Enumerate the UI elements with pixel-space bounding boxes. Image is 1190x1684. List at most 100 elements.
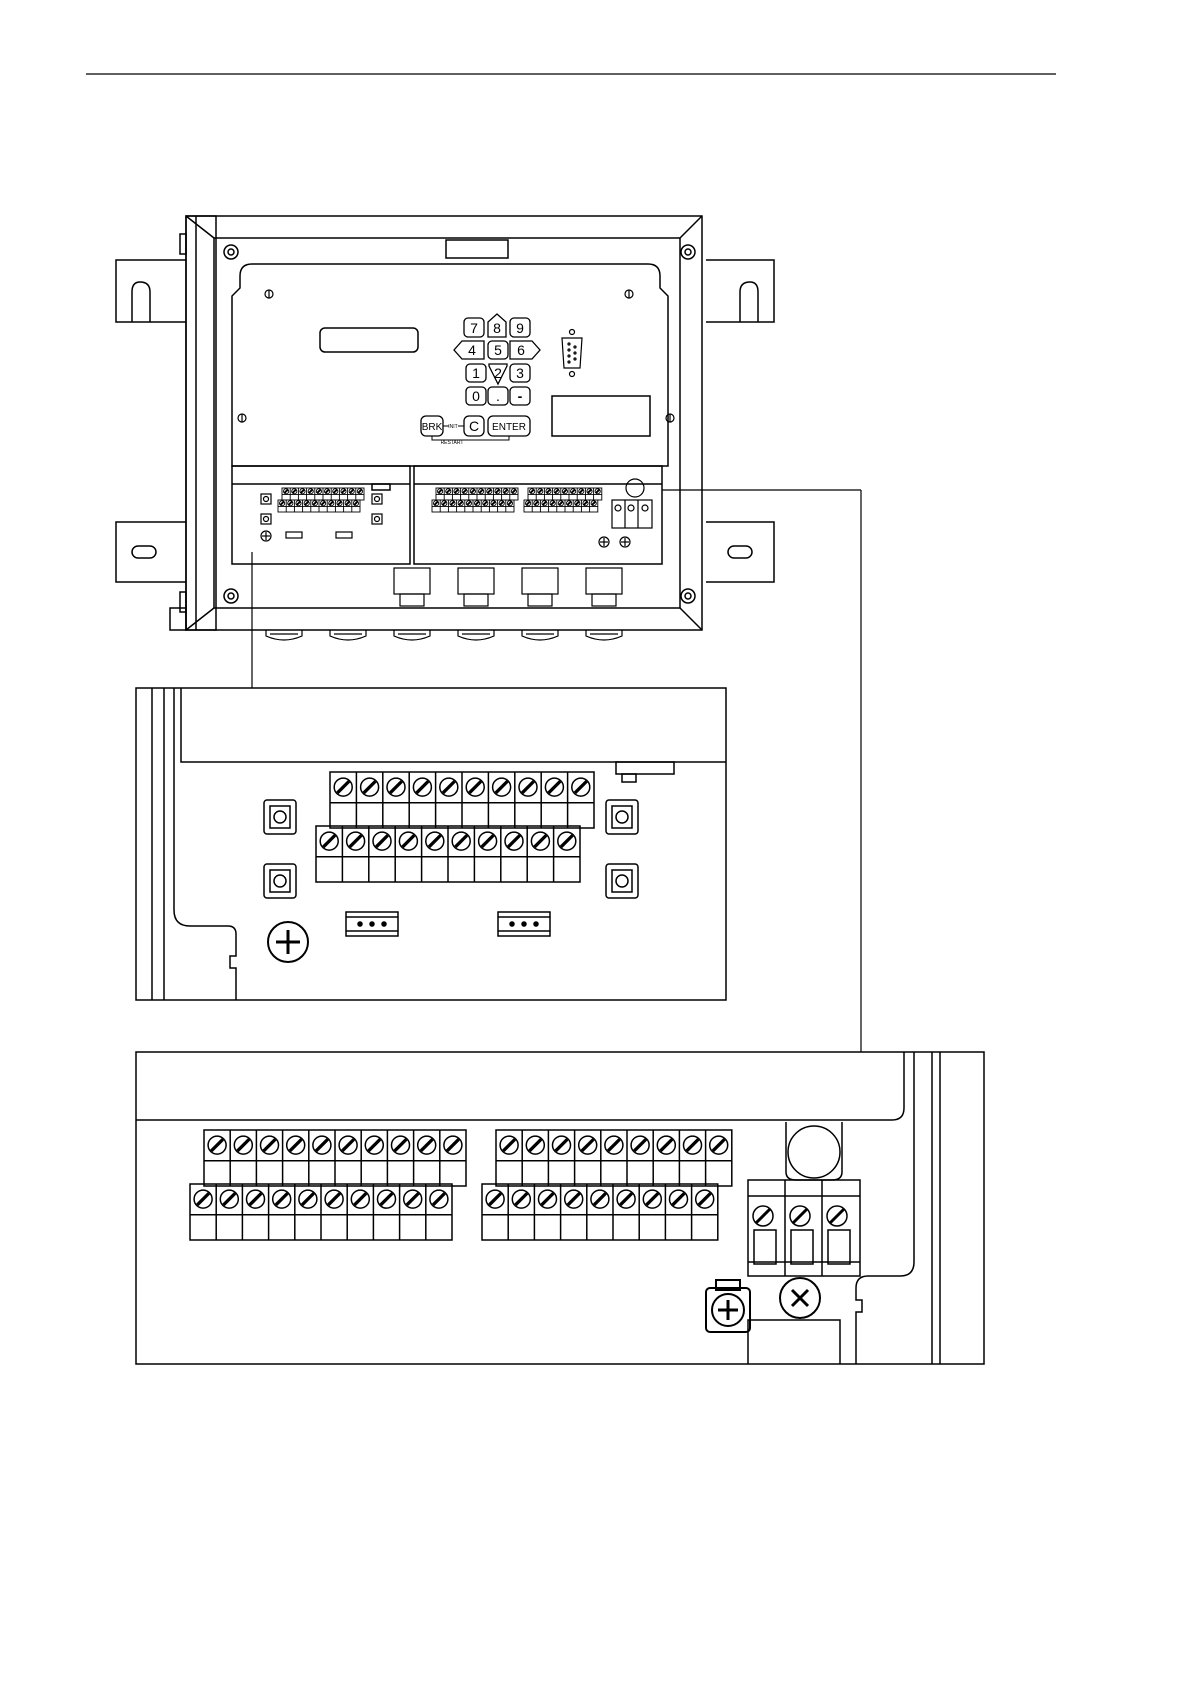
terminal-screw[interactable] bbox=[579, 489, 584, 494]
terminal-screw[interactable] bbox=[486, 1190, 504, 1208]
terminal-screw[interactable] bbox=[503, 489, 508, 494]
terminal-screw[interactable] bbox=[284, 489, 289, 494]
terminal-screw[interactable] bbox=[341, 489, 346, 494]
terminal-screw[interactable] bbox=[296, 501, 301, 506]
terminal-screw[interactable] bbox=[452, 832, 470, 850]
terminal-screw[interactable] bbox=[247, 1190, 265, 1208]
terminal-screw[interactable] bbox=[539, 1190, 557, 1208]
terminal-screw[interactable] bbox=[361, 778, 379, 796]
terminal-screw[interactable] bbox=[316, 489, 321, 494]
terminal-screw[interactable] bbox=[287, 1136, 305, 1154]
terminal-screw[interactable] bbox=[438, 489, 443, 494]
terminal-screw[interactable] bbox=[657, 1136, 675, 1154]
terminal-screw[interactable] bbox=[334, 778, 352, 796]
terminal-screw[interactable] bbox=[373, 832, 391, 850]
terminal-screw[interactable] bbox=[670, 1190, 688, 1208]
terminal-screw[interactable] bbox=[617, 1190, 635, 1208]
terminal-screw[interactable] bbox=[273, 1190, 291, 1208]
terminal-screw[interactable] bbox=[261, 1136, 279, 1154]
terminal-screw[interactable] bbox=[507, 501, 512, 506]
terminal-screw[interactable] bbox=[349, 489, 354, 494]
terminal-screw[interactable] bbox=[337, 501, 342, 506]
terminal-screw[interactable] bbox=[325, 489, 330, 494]
terminal-screw[interactable] bbox=[499, 501, 504, 506]
terminal-screw[interactable] bbox=[339, 1136, 357, 1154]
terminal-screw[interactable] bbox=[531, 832, 549, 850]
terminal-screw[interactable] bbox=[483, 501, 488, 506]
terminal-screw[interactable] bbox=[538, 489, 543, 494]
terminal-screw[interactable] bbox=[313, 1136, 331, 1154]
terminal-screw[interactable] bbox=[387, 778, 405, 796]
terminal-screw[interactable] bbox=[434, 501, 439, 506]
terminal-screw[interactable] bbox=[511, 489, 516, 494]
terminal-screw[interactable] bbox=[446, 489, 451, 494]
terminal-screw[interactable] bbox=[565, 1190, 583, 1208]
terminal-screw[interactable] bbox=[534, 501, 539, 506]
terminal-screw[interactable] bbox=[392, 1136, 410, 1154]
terminal-screw[interactable] bbox=[466, 501, 471, 506]
terminal-screw[interactable] bbox=[454, 489, 459, 494]
terminal-screw[interactable] bbox=[208, 1136, 226, 1154]
terminal-screw[interactable] bbox=[440, 778, 458, 796]
terminal-screw[interactable] bbox=[475, 501, 480, 506]
key-6[interactable] bbox=[510, 341, 540, 359]
terminal-screw[interactable] bbox=[562, 489, 567, 494]
terminal-screw[interactable] bbox=[505, 832, 523, 850]
terminal-screw[interactable] bbox=[234, 1136, 252, 1154]
terminal-screw[interactable] bbox=[430, 1190, 448, 1208]
terminal-screw[interactable] bbox=[684, 1136, 702, 1154]
terminal-screw[interactable] bbox=[530, 489, 535, 494]
terminal-screw[interactable] bbox=[493, 778, 511, 796]
terminal-screw[interactable] bbox=[696, 1190, 714, 1208]
terminal-screw[interactable] bbox=[495, 489, 500, 494]
terminal-screw[interactable] bbox=[292, 489, 297, 494]
terminal-screw[interactable] bbox=[399, 832, 417, 850]
terminal-screw[interactable] bbox=[631, 1136, 649, 1154]
terminal-screw[interactable] bbox=[587, 489, 592, 494]
terminal-screw[interactable] bbox=[487, 489, 492, 494]
terminal-screw[interactable] bbox=[526, 501, 531, 506]
terminal-screw[interactable] bbox=[554, 489, 559, 494]
terminal-screw[interactable] bbox=[591, 1190, 609, 1208]
terminal-screw[interactable] bbox=[347, 832, 365, 850]
terminal-screw[interactable] bbox=[194, 1190, 212, 1208]
terminal-screw[interactable] bbox=[220, 1190, 238, 1208]
terminal-screw[interactable] bbox=[512, 1190, 530, 1208]
terminal-screw[interactable] bbox=[519, 778, 537, 796]
terminal-screw[interactable] bbox=[553, 1136, 571, 1154]
terminal-screw[interactable] bbox=[479, 489, 484, 494]
terminal-screw[interactable] bbox=[329, 501, 334, 506]
terminal-screw[interactable] bbox=[572, 778, 590, 796]
terminal-screw[interactable] bbox=[304, 501, 309, 506]
terminal-screw[interactable] bbox=[595, 489, 600, 494]
terminal-screw[interactable] bbox=[491, 501, 496, 506]
terminal-screw[interactable] bbox=[333, 489, 338, 494]
terminal-screw[interactable] bbox=[567, 501, 572, 506]
terminal-screw[interactable] bbox=[357, 489, 362, 494]
terminal-screw[interactable] bbox=[643, 1190, 661, 1208]
terminal-screw[interactable] bbox=[450, 501, 455, 506]
terminal-screw[interactable] bbox=[546, 489, 551, 494]
terminal-screw[interactable] bbox=[462, 489, 467, 494]
terminal-screw[interactable] bbox=[442, 501, 447, 506]
terminal-screw[interactable] bbox=[550, 501, 555, 506]
terminal-screw[interactable] bbox=[280, 501, 285, 506]
terminal-screw[interactable] bbox=[320, 832, 338, 850]
terminal-screw[interactable] bbox=[299, 1190, 317, 1208]
terminal-screw[interactable] bbox=[558, 832, 576, 850]
terminal-screw[interactable] bbox=[444, 1136, 462, 1154]
terminal-screw[interactable] bbox=[321, 501, 326, 506]
terminal-screw[interactable] bbox=[418, 1136, 436, 1154]
terminal-screw[interactable] bbox=[458, 501, 463, 506]
terminal-screw[interactable] bbox=[308, 489, 313, 494]
terminal-screw[interactable] bbox=[300, 489, 305, 494]
terminal-screw[interactable] bbox=[325, 1190, 343, 1208]
terminal-screw[interactable] bbox=[571, 489, 576, 494]
terminal-screw[interactable] bbox=[466, 778, 484, 796]
terminal-screw[interactable] bbox=[579, 1136, 597, 1154]
terminal-screw[interactable] bbox=[605, 1136, 623, 1154]
terminal-screw[interactable] bbox=[575, 501, 580, 506]
terminal-screw[interactable] bbox=[583, 501, 588, 506]
terminal-screw[interactable] bbox=[345, 501, 350, 506]
terminal-screw[interactable] bbox=[351, 1190, 369, 1208]
